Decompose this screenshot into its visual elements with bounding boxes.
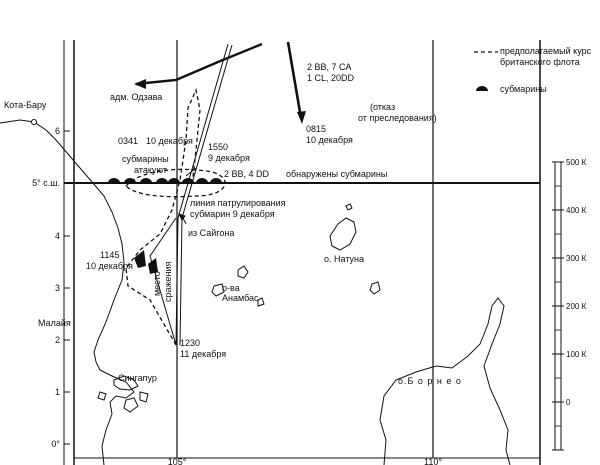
- small-islet: [369, 281, 381, 295]
- kota-baru-marker: [31, 119, 37, 125]
- label-natuna: о. Натуна: [324, 254, 364, 264]
- lon-labels: 105° 110°: [168, 457, 443, 465]
- force-z-track: [286, 41, 306, 124]
- label-0815-1: 0815: [306, 124, 326, 134]
- natuna-islet: [345, 203, 353, 211]
- label-1145-1: 1145: [100, 250, 119, 260]
- lat-labels: 6 5° с.ш. 4 3 2 1 0°: [32, 126, 60, 449]
- scale-label-0: 0: [566, 398, 571, 407]
- lon-label-105: 105°: [168, 457, 187, 465]
- map-frame: [63, 40, 541, 465]
- battle-site-markers: [134, 250, 158, 274]
- lat-label-6: 6: [55, 126, 60, 136]
- lat-label-3: 3: [55, 283, 60, 293]
- lon-label-110: 110°: [424, 457, 442, 465]
- label-refusal-1: (отказ: [370, 102, 395, 112]
- lat-label-5: 5° с.ш.: [32, 178, 60, 188]
- label-refusal-2: от преследования): [358, 113, 437, 123]
- label-anambas-2: Анамбас: [222, 293, 259, 303]
- label-battle-1: место: [152, 271, 162, 296]
- label-force-b: 2 ВВ, 4 DD: [224, 169, 270, 179]
- label-borneo: о.Б о р н е о: [398, 376, 462, 386]
- label-1230-2: 11 декабря: [180, 349, 226, 359]
- malaya-coastline: [0, 119, 135, 465]
- lat-ticks: [64, 130, 70, 445]
- label-1550-2: 9 декабря: [208, 153, 250, 163]
- label-0341: 0341: [118, 136, 138, 146]
- label-0815-2: 10 декабря: [306, 135, 353, 145]
- graticule: [64, 40, 540, 458]
- borneo-coastline: [379, 297, 511, 465]
- label-patrol-1: линия патрулирования: [190, 198, 286, 208]
- label-subs-detected: обнаружены субмарины: [286, 169, 387, 179]
- japanese-fleet-track: [134, 42, 263, 89]
- label-anambas-1: о-ва: [222, 283, 240, 293]
- label-1145-2: 10 декабря: [86, 261, 133, 271]
- label-force-z-2: 1 CL, 20DD: [307, 73, 355, 83]
- label-malaya: Малайя: [38, 318, 71, 328]
- label-1550-1: 1550: [208, 142, 228, 152]
- label-battle-2: сражения: [163, 261, 173, 302]
- label-patrol-2: субмарин 9 декабря: [190, 209, 275, 219]
- legend-submarine-icon: [476, 86, 488, 91]
- label-1230-1: 1230: [180, 338, 200, 348]
- scale-label-300: 300 К: [566, 254, 587, 263]
- label-subs-attack-1: субмарины: [122, 154, 169, 164]
- lat-label-2: 2: [55, 335, 60, 345]
- map-labels: Кота-Бару Малайя Сингапур о.Б о р н е о …: [4, 62, 462, 386]
- battle-area-loop: [125, 168, 226, 198]
- scale-label-100: 100 К: [566, 350, 587, 359]
- legend: предполагаемый курс британского флота су…: [474, 46, 592, 94]
- label-admiral: адм. Одзава: [110, 92, 162, 102]
- scale-bar: 500 К 400 К 300 К 200 К 100 К 0: [552, 158, 587, 451]
- label-0341-date: 10 декабря: [146, 136, 193, 146]
- natuna-island: [329, 217, 357, 251]
- legend-subs: субмарины: [500, 84, 547, 94]
- scale-label-200: 200 К: [566, 302, 587, 311]
- label-subs-attack-2: атакуют: [134, 165, 167, 175]
- scale-label-500: 500 К: [566, 158, 587, 167]
- singapore-island: [113, 375, 139, 391]
- assumed-british-course: [125, 87, 201, 346]
- riau-islands: [97, 391, 149, 413]
- label-pointers: [178, 167, 197, 225]
- scale-label-400: 400 К: [566, 206, 587, 215]
- label-kota-baru: Кота-Бару: [4, 100, 47, 110]
- anambas-islands: [211, 265, 265, 307]
- label-singapore: Сингапур: [118, 373, 157, 383]
- lat-label-0: 0°: [51, 439, 60, 449]
- legend-course-1: предполагаемый курс: [500, 46, 592, 56]
- lat-label-1: 1: [55, 387, 60, 397]
- label-from-saigon: из Сайгона: [188, 228, 234, 238]
- label-force-z-1: 2 ВВ, 7 СА: [307, 62, 351, 72]
- legend-course-2: британского флота: [500, 57, 580, 67]
- submarine-patrol-markers: [108, 178, 222, 183]
- lat-label-4: 4: [55, 231, 60, 241]
